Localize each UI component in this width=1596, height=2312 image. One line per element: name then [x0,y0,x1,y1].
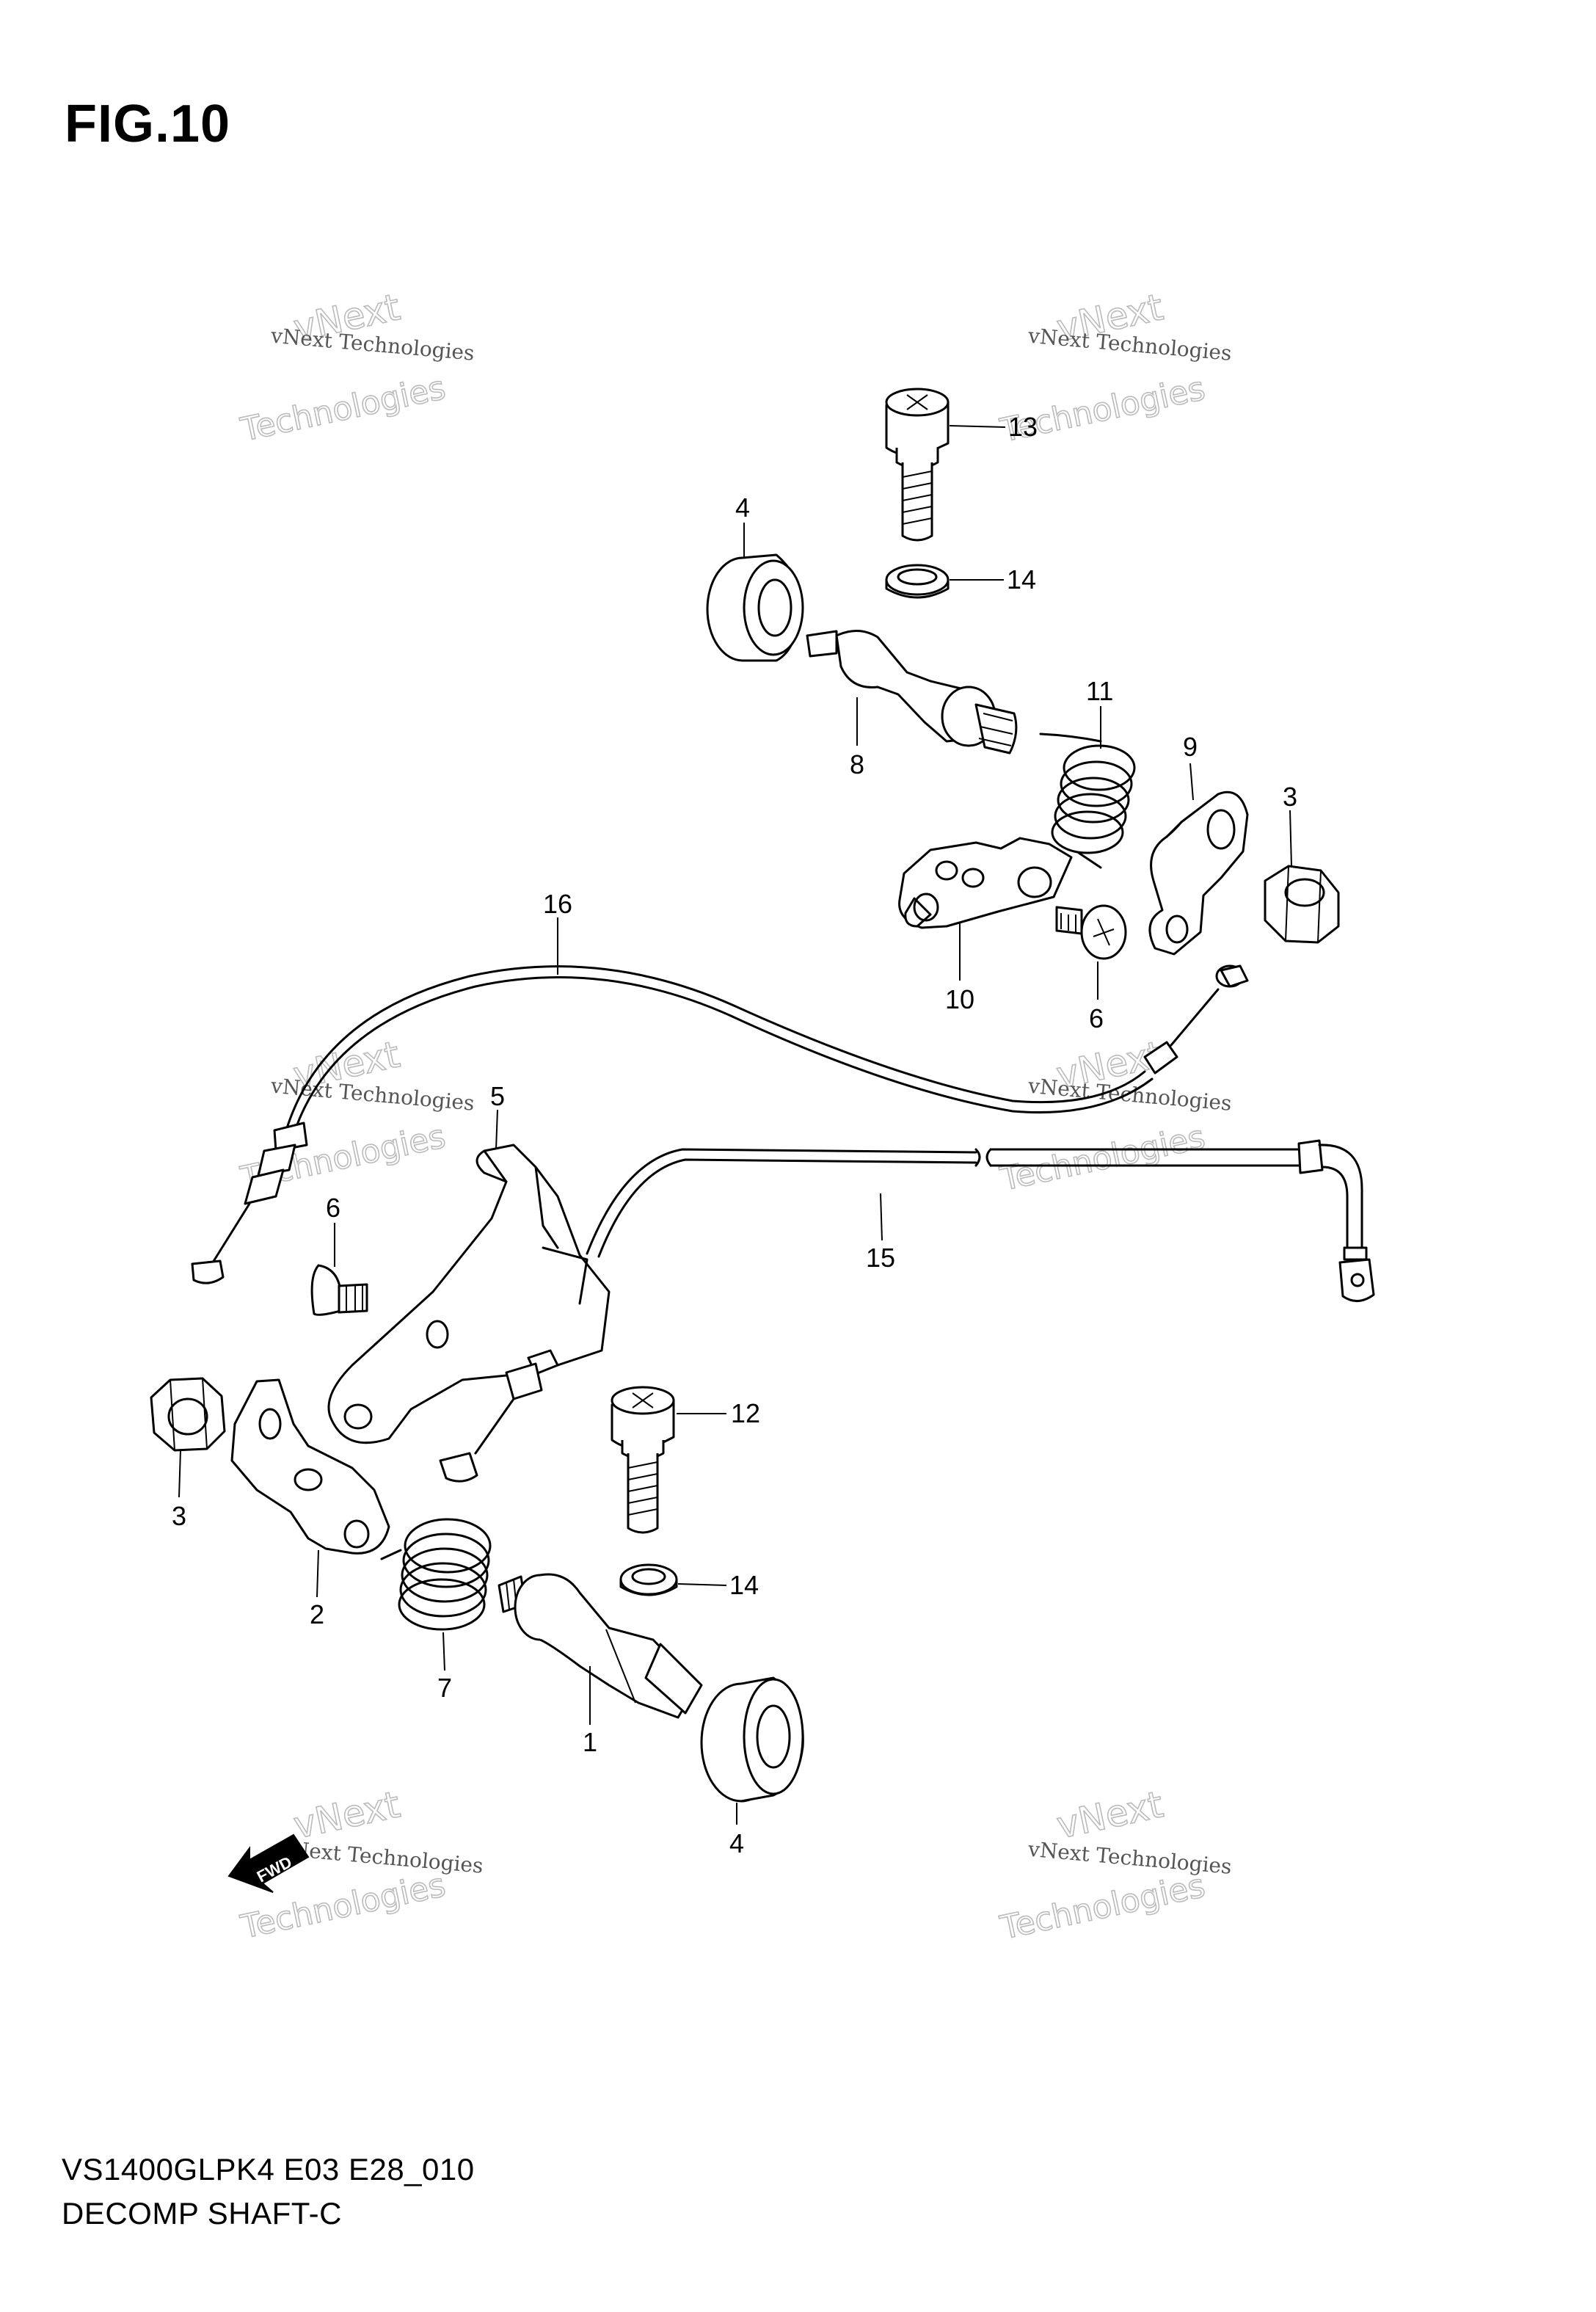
callout-4-upper: 4 [735,492,750,523]
watermark-company: vNext Technologies [1027,1837,1233,1879]
callout-16: 16 [543,889,572,919]
callout-14-upper: 14 [1007,564,1036,595]
part-12-bolt [611,1386,675,1534]
callout-4-lower: 4 [729,1828,744,1858]
part-14-washer-upper [885,564,950,599]
callout-5: 5 [490,1081,505,1111]
section-name: DECOMP SHAFT-C [62,2196,342,2231]
callout-10: 10 [945,984,974,1014]
part-6-screw-lower [310,1264,368,1316]
part-3-nut-upper [1264,865,1340,944]
callout-6-lower: 6 [326,1193,340,1223]
callout-1: 1 [583,1727,597,1757]
callout-13: 13 [1008,412,1038,442]
part-13-bolt [885,388,950,542]
leader-lines [178,425,1292,1825]
model-code: VS1400GLPK4 E03 E28_010 [62,2152,475,2186]
part-6-screw-upper [1055,904,1127,960]
figure-title: FIG.10 [65,95,231,153]
watermark-word-top: vNext [290,1783,404,1847]
part-11-spring-upper [1039,733,1136,869]
part-10-arm-bracket [898,837,1073,929]
part-4-bearing-upper [706,553,804,662]
watermark-word-bottom: Technologies [997,1867,1209,1947]
watermark-top-left: vNext vNext Technologies Technologies [237,286,475,450]
callout-8: 8 [850,749,864,779]
callout-6-upper: 6 [1089,1003,1104,1033]
part-4-bearing-lower [700,1676,804,1803]
part-9-lever-plate [1148,790,1249,956]
watermark-word-bottom: Technologies [997,1119,1209,1199]
part-16-cable [191,964,1249,1284]
callout-3-upper: 3 [1283,782,1297,812]
cable-adjuster-lower [439,1349,559,1483]
callout-14-lower: 14 [729,1570,759,1600]
callout-11: 11 [1086,676,1113,706]
part-14-washer-lower [619,1563,678,1596]
forward-arrow: FWD [227,1833,310,1893]
part-15-cable [586,1139,1375,1302]
callout-labels: 13 14 4 8 11 9 3 10 6 16 5 6 15 12 14 3 … [172,412,1297,1858]
part-8-shaft-upper [806,630,1018,755]
part-2-lever [230,1378,390,1555]
part-3-nut-lower [150,1377,226,1452]
callout-9: 9 [1183,732,1198,762]
part-7-spring-lower [380,1518,492,1631]
callout-3-lower: 3 [172,1501,186,1531]
callout-7: 7 [437,1673,452,1703]
watermark-bottom-right: vNext vNext Technologies Technologies [996,1783,1233,1948]
part-1-shaft-lower [498,1573,703,1719]
callout-2: 2 [310,1599,324,1629]
callout-15: 15 [866,1243,895,1273]
part-5-bracket [327,1144,611,1444]
watermark-word-bottom: Technologies [237,369,448,449]
watermark-word-top: vNext [1053,1783,1167,1847]
watermark-mid-right: vNext vNext Technologies Technologies [996,1033,1233,1199]
callout-12: 12 [731,1398,760,1428]
